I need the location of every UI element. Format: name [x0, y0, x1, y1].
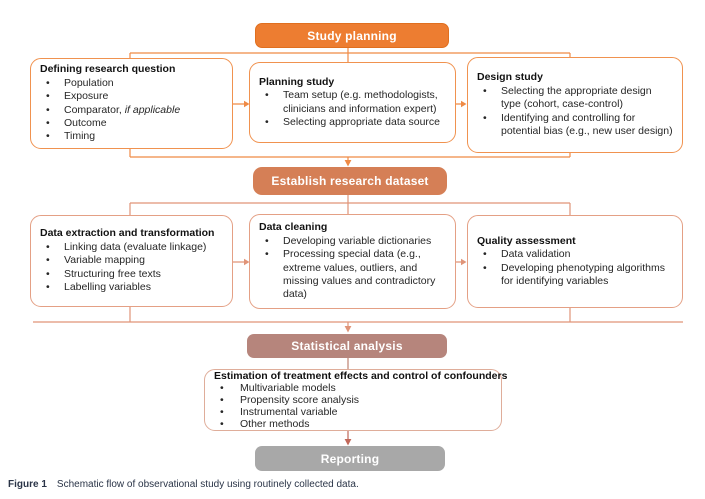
bullet-item: Comparator, if applicable	[35, 103, 228, 118]
bullet-list: Selecting the appropriate design type (c…	[472, 85, 678, 139]
box-design-study: Design study Selecting the appropriate d…	[467, 57, 683, 153]
connectors-row3	[344, 358, 352, 446]
box-title: Estimation of treatment effects and cont…	[214, 369, 508, 382]
bullet-list: Data validation Developing phenotyping a…	[472, 248, 678, 288]
bullet-item: Population	[35, 77, 228, 91]
bullet-text-italic: if applicable	[124, 103, 181, 116]
bullet-item: Variable mapping	[35, 254, 228, 268]
bullet-item: Labelling variables	[35, 281, 228, 295]
figure-caption-label: Figure 1	[8, 479, 47, 490]
figure-caption: Figure 1 Schematic flow of observational …	[8, 479, 359, 490]
bullet-list: Developing variable dictionaries Process…	[254, 235, 451, 302]
bullet-item: Team setup (e.g. methodologists, clinici…	[254, 89, 451, 116]
bullet-item: Outcome	[35, 117, 228, 131]
bullet-list: Linking data (evaluate linkage) Variable…	[35, 241, 228, 295]
box-data-cleaning: Data cleaning Developing variable dictio…	[249, 214, 456, 309]
stage-statistical-analysis: Statistical analysis	[247, 334, 447, 358]
bullet-list: Team setup (e.g. methodologists, clinici…	[254, 89, 451, 130]
box-title: Quality assessment	[477, 234, 576, 247]
stage-study-planning: Study planning	[255, 23, 449, 48]
box-title: Planning study	[259, 75, 335, 88]
connectors-row1	[129, 45, 571, 161]
arrowheads-row2	[244, 258, 467, 333]
box-title: Defining research question	[40, 63, 176, 76]
bullet-item: Developing variable dictionaries	[254, 235, 451, 249]
bullet-item: Identifying and controlling for potentia…	[472, 112, 678, 139]
bullet-list: Population Exposure Comparator, if appli…	[35, 77, 228, 144]
box-title: Design study	[477, 71, 543, 84]
bullet-item: Developing phenotyping algorithms for id…	[472, 262, 678, 289]
box-estimation-treatment-effects: Estimation of treatment effects and cont…	[204, 369, 508, 431]
bullet-item: Other methods	[209, 418, 497, 430]
figure-caption-text: Schematic flow of observational study us…	[56, 479, 359, 490]
bullet-item: Structuring free texts	[35, 268, 228, 282]
bullet-item: Propensity score analysis	[209, 394, 497, 406]
box-data-extraction-transformation: Data extraction and transformation Linki…	[30, 215, 233, 307]
bullet-item: Timing	[35, 130, 228, 144]
box-planning-study: Planning study Team setup (e.g. methodol…	[249, 62, 456, 143]
bullet-list: Multivariable models Propensity score an…	[209, 382, 497, 431]
arrowheads-row1	[244, 100, 467, 167]
bullet-item: Processing special data (e.g., extreme v…	[254, 248, 451, 302]
box-title: Data extraction and transformation	[40, 227, 215, 240]
box-defining-research-question: Defining research question Population Ex…	[30, 58, 233, 149]
bullet-item: Selecting the appropriate design type (c…	[472, 85, 678, 112]
bullet-item: Selecting appropriate data source	[254, 116, 451, 130]
box-title: Data cleaning	[259, 221, 328, 234]
box-quality-assessment: Quality assessment Data validation Devel…	[467, 215, 683, 308]
bullet-item: Instrumental variable	[209, 406, 497, 418]
stage-reporting: Reporting	[255, 446, 445, 471]
bullet-item: Linking data (evaluate linkage)	[35, 241, 228, 255]
bullet-item: Data validation	[472, 248, 678, 262]
bullet-text: Comparator,	[64, 103, 122, 116]
connectors-row2	[33, 195, 683, 327]
bullet-item: Exposure	[35, 90, 228, 104]
stage-establish-research-dataset: Establish research dataset	[253, 167, 447, 195]
bullet-item: Multivariable models	[209, 382, 497, 394]
